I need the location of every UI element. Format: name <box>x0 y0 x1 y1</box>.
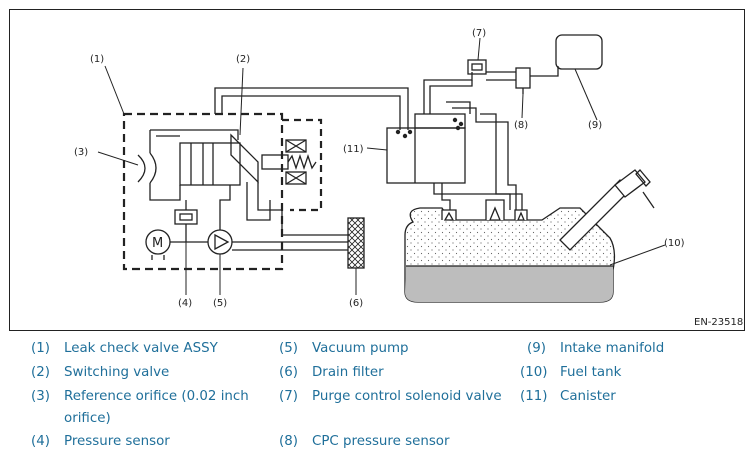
legend-num: (2) <box>31 365 50 380</box>
callout-3: (3) <box>74 147 88 158</box>
callout-5: (5) <box>213 298 227 309</box>
legend-text: Drain filter <box>312 365 384 380</box>
legend-text: Intake manifold <box>560 341 665 356</box>
legend-text: Pressure sensor <box>64 434 170 449</box>
legend-num: (11) <box>520 389 548 404</box>
legend-num: (6) <box>279 365 298 380</box>
intake-manifold <box>555 34 603 70</box>
legend-num: (3) <box>31 389 50 404</box>
callout-6: (6) <box>349 298 363 309</box>
drain-filter <box>347 217 365 269</box>
legend-text: Canister <box>560 389 616 404</box>
callout-2: (2) <box>236 54 250 65</box>
legend-text: CPC pressure sensor <box>312 434 450 449</box>
legend-num: (8) <box>279 434 298 449</box>
legend-num: (7) <box>279 389 298 404</box>
legend-num: (9) <box>527 341 546 356</box>
legend-text: Vacuum pump <box>312 341 409 356</box>
cpc-pressure-sensor <box>515 67 531 89</box>
callout-4: (4) <box>178 298 192 309</box>
callout-7: (7) <box>472 28 486 39</box>
callout-1: (1) <box>90 54 104 65</box>
purge-control-solenoid-valve <box>467 59 487 75</box>
canister <box>386 127 466 184</box>
legend-num: (10) <box>520 365 548 380</box>
legend-num: (1) <box>31 341 50 356</box>
legend-text: Fuel tank <box>560 365 622 380</box>
figure-code: EN-23518 <box>694 317 743 328</box>
callout-10: (10) <box>664 238 685 249</box>
evap-system-diagram: (1) (2) (3) (4) (5) (6) (7) (8) (9) (10)… <box>9 9 745 331</box>
legend-text: Switching valve <box>64 365 170 380</box>
motor-symbol: M <box>152 236 163 251</box>
callout-9: (9) <box>588 120 602 131</box>
legend-text: Leak check valve ASSY <box>64 341 218 356</box>
legend-num: (4) <box>31 434 50 449</box>
legend-text: Reference orifice (0.02 inch <box>64 389 249 404</box>
callout-8: (8) <box>514 120 528 131</box>
switching-valve-housing <box>282 118 323 212</box>
legend-num: (5) <box>279 341 298 356</box>
legend-text: orifice) <box>64 411 111 426</box>
leak-check-valve-assy <box>122 112 284 271</box>
legend-text: Purge control solenoid valve <box>312 389 502 404</box>
callout-11: (11) <box>343 144 364 155</box>
